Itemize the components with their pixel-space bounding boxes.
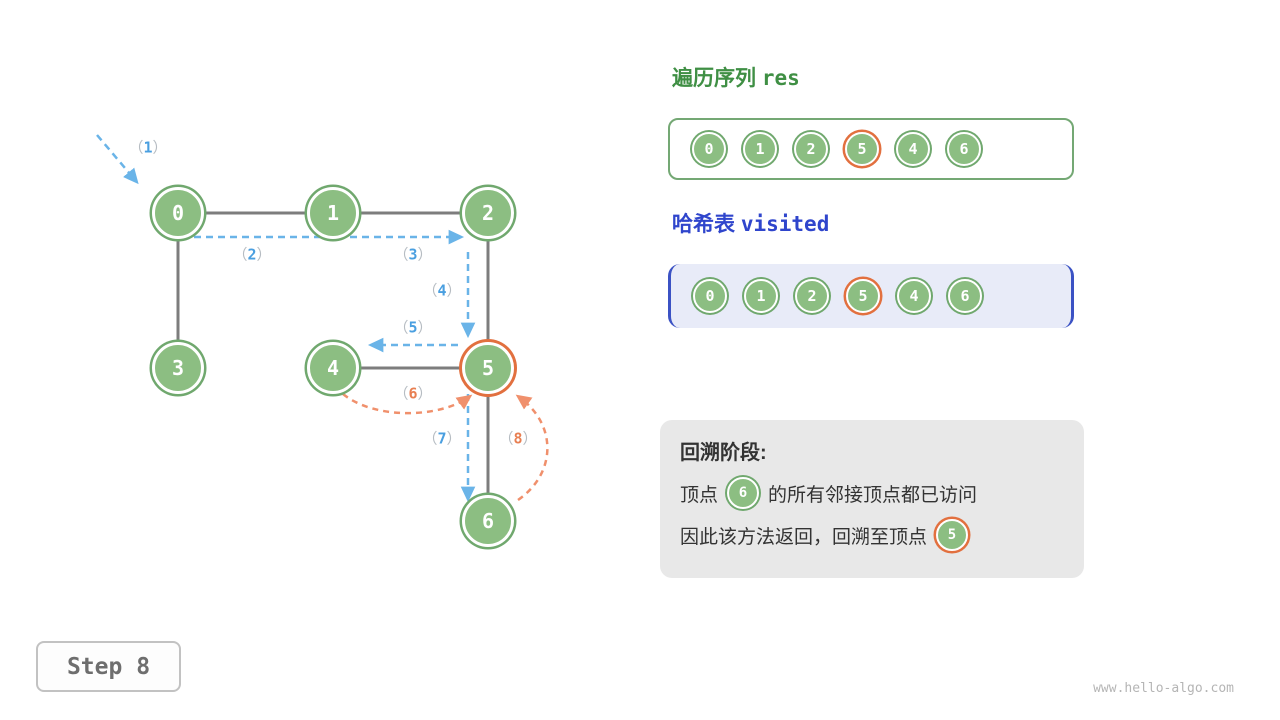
- res-item-5: 6: [947, 132, 981, 166]
- step-label-7-close: ）: [446, 429, 462, 448]
- step-label-2-open: （: [232, 245, 248, 264]
- graph-node-3: 3: [152, 342, 204, 394]
- explanation-line-1-post: 的所有邻接顶点都已访问: [768, 484, 978, 506]
- step-label-6: （6）: [393, 383, 432, 404]
- step-label-1-close: ）: [152, 138, 168, 157]
- step-label-7-number: 7: [437, 429, 447, 448]
- graph-node-5-highlighted: 5: [462, 342, 514, 394]
- visited-panel-title-zh: 哈希表: [672, 213, 735, 236]
- step-label-2: （2）: [232, 244, 271, 265]
- step-label-2-number: 2: [247, 245, 257, 264]
- step-label-5-number: 5: [408, 318, 418, 337]
- res-panel-title: 遍历序列 res: [672, 62, 800, 92]
- visited-panel-title-en: visited: [740, 212, 830, 236]
- step-badge: Step 8: [36, 641, 181, 692]
- res-sequence-box: 0 1 2 5 4 6: [668, 118, 1074, 180]
- explanation-inline-node-6: 6: [727, 477, 760, 509]
- res-item-3-highlighted: 5: [845, 132, 879, 166]
- arrow-step-1: [96, 134, 139, 185]
- explanation-title: 回溯阶段:: [680, 442, 767, 464]
- step-label-6-number: 6: [408, 384, 418, 403]
- res-item-2: 2: [794, 132, 828, 166]
- explanation-line-2-pre: 因此该方法返回，回溯至顶点: [680, 526, 928, 548]
- step-label-4-open: （: [422, 281, 438, 300]
- step-label-5-close: ）: [417, 318, 433, 337]
- step-label-3-open: （: [393, 245, 409, 264]
- step-label-5-open: （: [393, 318, 409, 337]
- step-label-4: （4）: [422, 280, 461, 301]
- graph-node-6: 6: [462, 495, 514, 547]
- step-label-8: （8）: [498, 428, 537, 449]
- backtrack-arrows: [342, 393, 549, 502]
- graph-node-0: 0: [152, 187, 204, 239]
- explanation-line-2: 因此该方法返回，回溯至顶点 5: [680, 519, 1064, 551]
- visited-set-box: 0 1 2 5 4 6: [668, 264, 1074, 328]
- res-item-4: 4: [896, 132, 930, 166]
- watermark: www.hello-algo.com: [1093, 681, 1234, 696]
- res-item-0: 0: [692, 132, 726, 166]
- explanation-line-1: 顶点 6 的所有邻接顶点都已访问: [680, 477, 1064, 509]
- step-label-3: （3）: [393, 244, 432, 265]
- step-label-6-open: （: [393, 384, 409, 403]
- step-label-8-open: （: [498, 429, 514, 448]
- visited-item-1: 1: [744, 279, 778, 313]
- step-label-1: （1）: [128, 137, 167, 158]
- step-label-7: （7）: [422, 428, 461, 449]
- visited-item-4: 4: [897, 279, 931, 313]
- res-panel-title-en: res: [761, 66, 800, 90]
- step-label-4-number: 4: [437, 281, 447, 300]
- graph-node-4: 4: [307, 342, 359, 394]
- arrow-step-8: [515, 394, 549, 502]
- visited-item-3-highlighted: 5: [846, 279, 880, 313]
- step-label-1-open: （: [128, 138, 144, 157]
- arrow-step-6: [342, 393, 473, 415]
- visited-panel-title: 哈希表 visited: [672, 208, 829, 238]
- explanation-line-1-pre: 顶点: [680, 484, 719, 506]
- step-label-8-number: 8: [513, 429, 523, 448]
- res-item-1: 1: [743, 132, 777, 166]
- step-label-5: （5）: [393, 317, 432, 338]
- explanation-inline-node-5-highlighted: 5: [936, 519, 969, 551]
- graph-node-1: 1: [307, 187, 359, 239]
- visited-item-0: 0: [693, 279, 727, 313]
- step-label-3-number: 3: [408, 245, 418, 264]
- step-label-7-open: （: [422, 429, 438, 448]
- explanation-box: 回溯阶段: 顶点 6 的所有邻接顶点都已访问 因此该方法返回，回溯至顶点 5: [660, 420, 1084, 578]
- step-label-4-close: ）: [446, 281, 462, 300]
- step-label-1-number: 1: [143, 138, 153, 157]
- step-label-2-close: ）: [256, 245, 272, 264]
- step-label-6-close: ）: [417, 384, 433, 403]
- graph-node-2: 2: [462, 187, 514, 239]
- step-label-8-close: ）: [522, 429, 538, 448]
- res-panel-title-zh: 遍历序列: [672, 67, 756, 90]
- visited-item-2: 2: [795, 279, 829, 313]
- step-label-3-close: ）: [417, 245, 433, 264]
- visited-item-5: 6: [948, 279, 982, 313]
